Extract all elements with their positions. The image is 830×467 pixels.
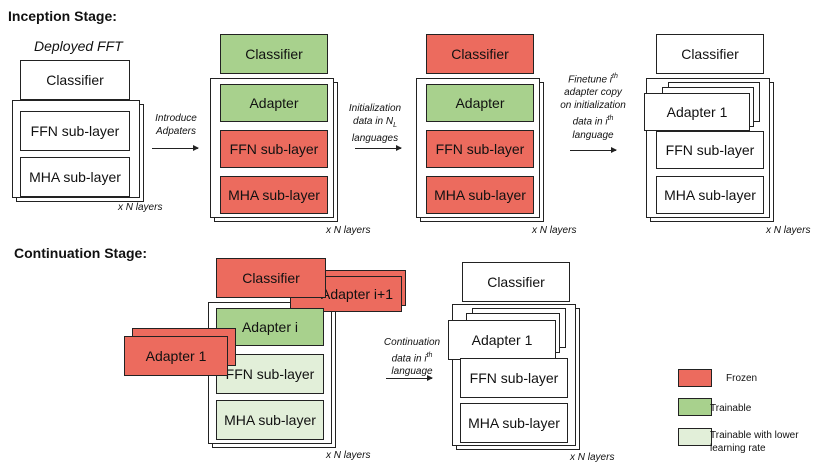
cont2-classifier-label: Classifier (487, 274, 545, 290)
legend-trainable-lower-line1: Trainable with lower (710, 430, 799, 441)
step2-adapter: Adapter (426, 84, 534, 122)
inception-stage-heading: Inception Stage: (8, 8, 117, 24)
step3-mha: MHA sub-layer (656, 176, 764, 214)
step1-adapter: Adapter (220, 84, 328, 122)
cont1-classifier: Classifier (216, 258, 326, 298)
initialization-arrow (355, 145, 402, 151)
initialization-data-label: Initialization data in NL languages (340, 102, 410, 145)
step3-classifier: Classifier (656, 34, 764, 74)
finetune-line4-sup: th (607, 115, 614, 123)
cont1-adapter-1-label: Adapter 1 (145, 348, 207, 364)
continuation-arrow (386, 375, 433, 381)
cont1-mha-label: MHA sub-layer (224, 412, 316, 428)
cont2-ffn: FFN sub-layer (460, 358, 568, 398)
step2-adapter-label: Adapter (455, 95, 505, 111)
legend-trainable-label: Trainable (710, 403, 752, 414)
step3-mha-label: MHA sub-layer (664, 187, 756, 203)
introduce-adapters-arrow (152, 145, 199, 151)
step3-n-layers: x N layers (766, 225, 811, 236)
deployed-classifier-label: Classifier (46, 72, 104, 88)
continuation-stage-heading: Continuation Stage: (14, 245, 147, 261)
finetune-line4: data in ith (554, 112, 632, 128)
initialization-data-line2-sub: L (393, 122, 397, 129)
cont2-mha-label: MHA sub-layer (468, 415, 560, 431)
continuation-data-line2: data in ith (378, 349, 446, 365)
cont1-classifier-label: Classifier (242, 270, 300, 286)
finetune-line5: language (572, 129, 614, 141)
step2-classifier: Classifier (426, 34, 534, 74)
cont2-classifier: Classifier (462, 262, 570, 302)
legend-trainable-lower-swatch (678, 428, 712, 446)
cont1-adapter-i-label: Adapter i (241, 319, 299, 335)
finetune-line3: on initialization (560, 100, 626, 112)
cont2-mha: MHA sub-layer (460, 403, 568, 443)
finetune-line2: adapter copy (564, 87, 622, 99)
cont1-mha: MHA sub-layer (216, 400, 324, 440)
deployed-ffn-label: FFN sub-layer (30, 123, 120, 139)
step3-adapter-label: Adapter 1 (666, 104, 728, 120)
finetune-label: Finetune ith adapter copy on initializat… (554, 70, 632, 142)
introduce-adapters-label: Introduce Adpaters (155, 113, 197, 137)
legend-frozen-swatch (678, 369, 712, 387)
legend-trainable-lower-line2: learning rate (710, 443, 766, 454)
initialization-data-line1: Initialization (348, 103, 402, 114)
finetune-line1: Finetune ith (554, 70, 632, 86)
continuation-data-line2-sup: th (426, 352, 433, 359)
step1-mha-label: MHA sub-layer (228, 187, 320, 203)
continuation-data-line3: language (391, 366, 433, 378)
step1-ffn: FFN sub-layer (220, 130, 328, 168)
initialization-data-line2-text: data in N (353, 116, 394, 127)
legend-trainable-lower-label: Trainable with lower learning rate (710, 429, 799, 455)
cont2-n-layers: x N layers (570, 452, 615, 463)
initialization-data-line3: languages (351, 133, 399, 144)
step3-ffn: FFN sub-layer (656, 131, 764, 169)
legend-trainable-swatch (678, 398, 712, 416)
cont2-ffn-label: FFN sub-layer (469, 370, 559, 386)
finetune-arrow (570, 147, 617, 153)
step1-n-layers: x N layers (326, 225, 371, 236)
step2-mha: MHA sub-layer (426, 176, 534, 214)
step2-mha-label: MHA sub-layer (434, 187, 526, 203)
cont1-ffn-label: FFN sub-layer (225, 366, 315, 382)
step3-ffn-label: FFN sub-layer (665, 142, 755, 158)
cont1-n-layers: x N layers (326, 450, 371, 461)
deployed-mha: MHA sub-layer (20, 157, 130, 197)
finetune-line1-sup: th (612, 73, 618, 80)
step2-n-layers: x N layers (532, 225, 577, 236)
step1-mha: MHA sub-layer (220, 176, 328, 214)
deployed-fft-title: Deployed FFT (34, 38, 123, 54)
step2-ffn-label: FFN sub-layer (435, 141, 525, 157)
cont2-adapter-label: Adapter 1 (471, 332, 533, 348)
finetune-line1-text: Finetune i (568, 74, 613, 86)
initialization-data-line2: data in NL (340, 115, 410, 132)
step1-classifier: Classifier (220, 34, 328, 74)
cont2-adapter: Adapter 1 (448, 320, 556, 360)
finetune-line4-text: data in i (572, 116, 608, 128)
step1-classifier-label: Classifier (245, 46, 303, 62)
deployed-n-layers: x N layers (118, 202, 163, 213)
step3-classifier-label: Classifier (681, 46, 739, 62)
step3-adapter: Adapter 1 (644, 93, 750, 131)
step1-adapter-label: Adapter (249, 95, 299, 111)
cont1-adapter-i1-label: Adapter i+1 (321, 286, 393, 302)
deployed-mha-label: MHA sub-layer (29, 169, 121, 185)
cont1-adapter-1: Adapter 1 (124, 336, 228, 376)
deployed-classifier: Classifier (20, 60, 130, 100)
deployed-ffn: FFN sub-layer (20, 111, 130, 151)
step1-ffn-label: FFN sub-layer (229, 141, 319, 157)
step2-classifier-label: Classifier (451, 46, 509, 62)
step2-ffn: FFN sub-layer (426, 130, 534, 168)
continuation-data-line1: Continuation (383, 337, 441, 348)
continuation-data-line2-text: data in i (391, 353, 427, 365)
legend-frozen-label: Frozen (726, 373, 758, 384)
continuation-data-label: Continuation data in ith language (378, 336, 446, 378)
